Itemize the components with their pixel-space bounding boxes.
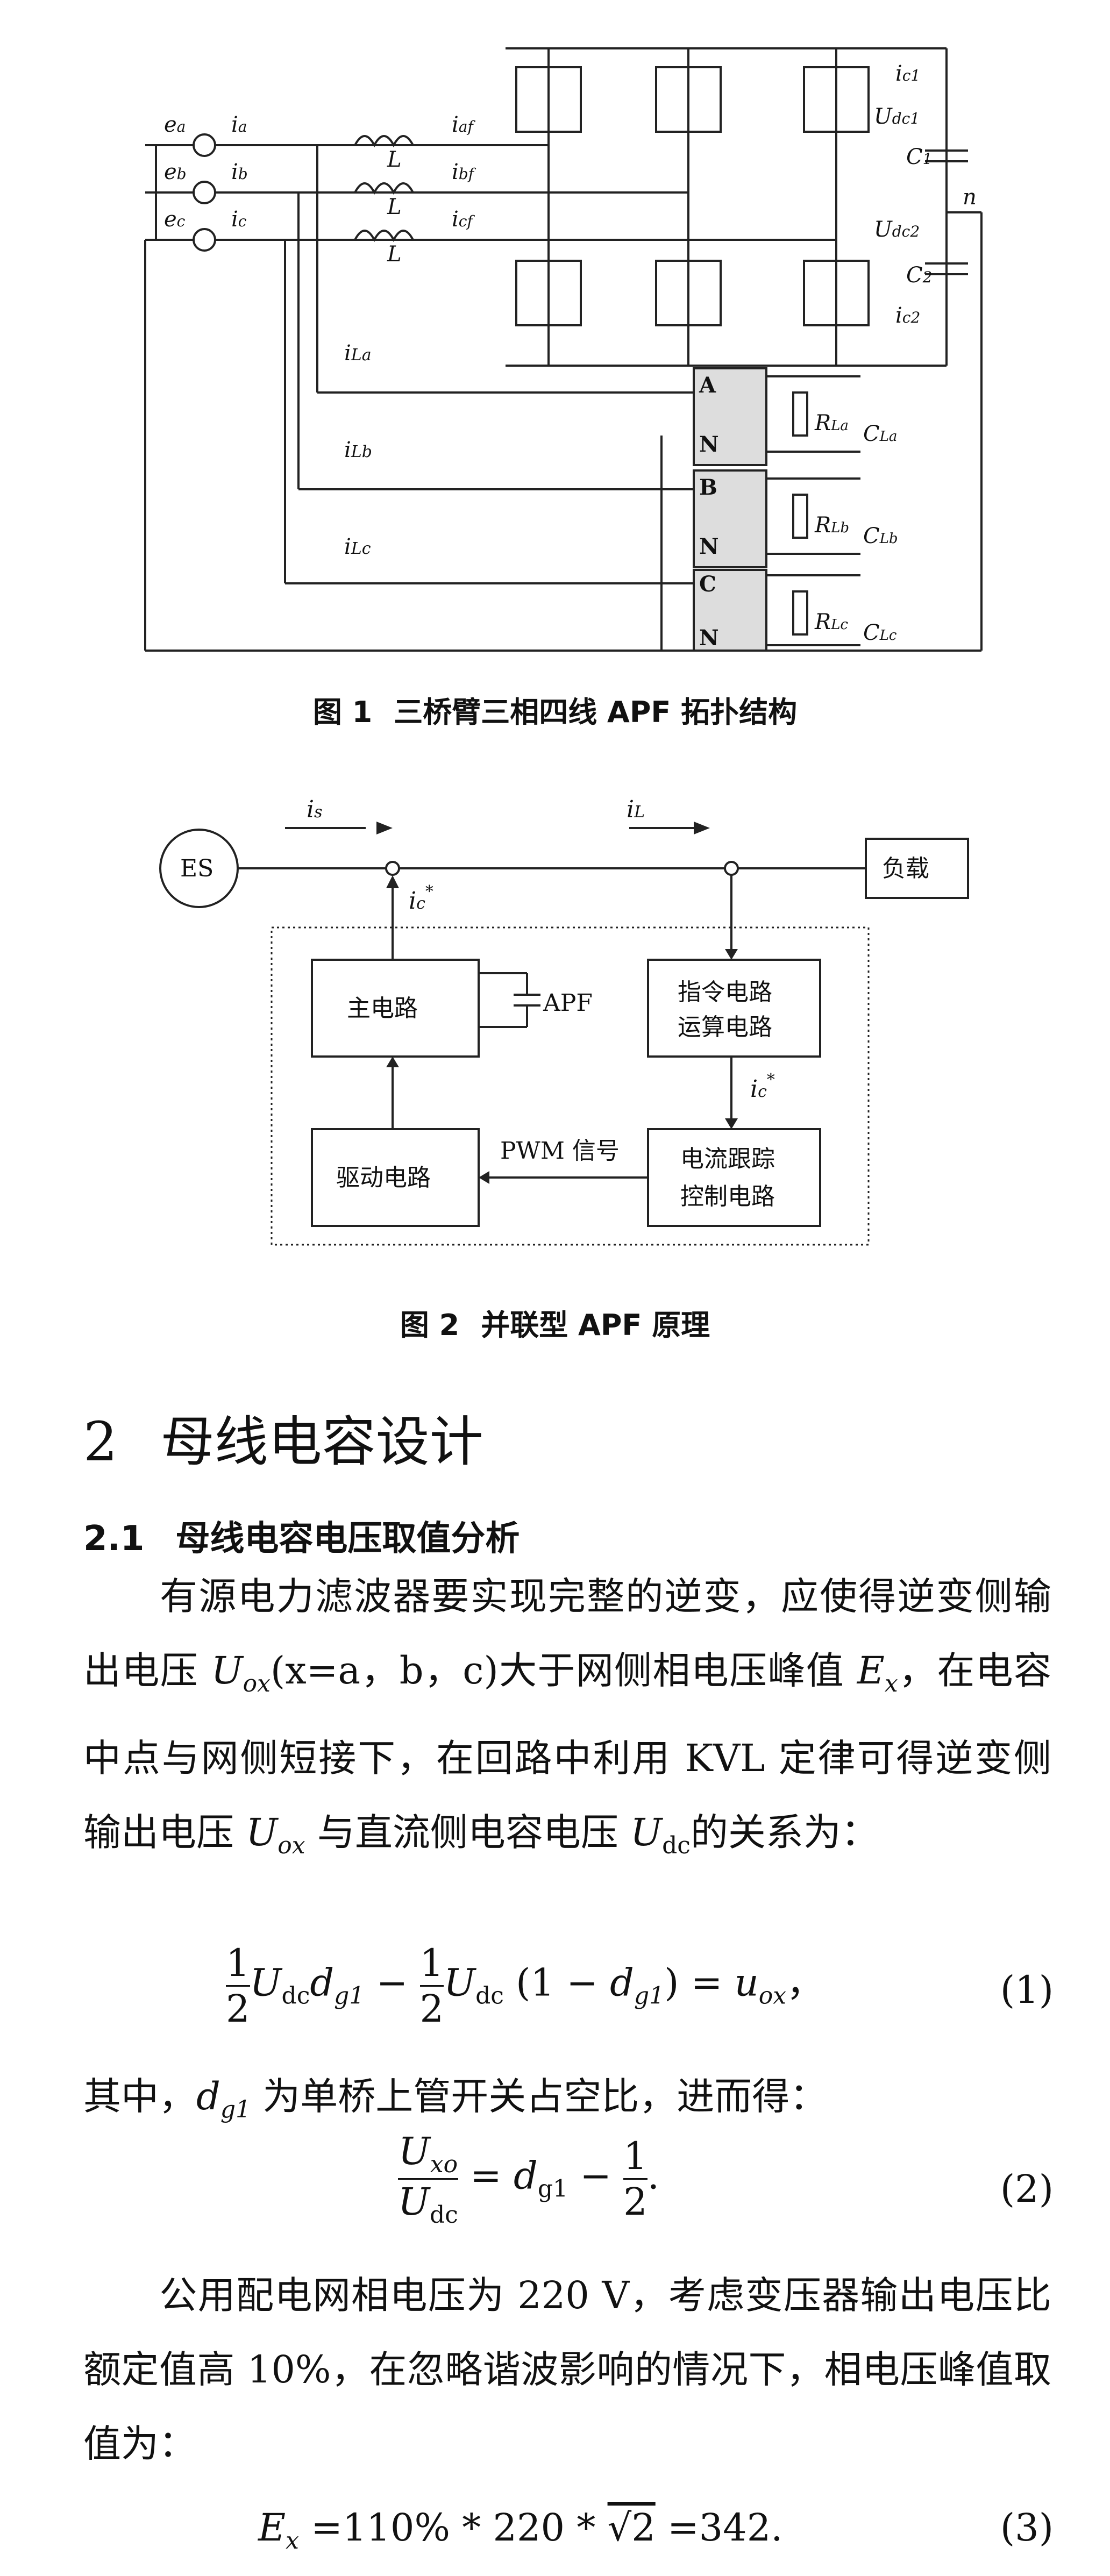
figure-2-block-diagram: ES is iL ic* 负载 主电路 APF 指令电路 运算电路 ic* 驱动… bbox=[159, 796, 969, 1246]
track-line2: 控制电路 bbox=[680, 1183, 775, 1210]
command-line2: 运算电路 bbox=[678, 1014, 772, 1041]
main-circuit-label: 主电路 bbox=[347, 995, 418, 1022]
icf-label: icf bbox=[452, 207, 475, 232]
n-label: n bbox=[963, 185, 977, 210]
drive-label: 驱动电路 bbox=[336, 1164, 431, 1191]
load-box-A-label: A bbox=[699, 373, 716, 398]
ibf-label: ibf bbox=[452, 160, 476, 184]
is-label: is bbox=[307, 796, 322, 823]
ic1-label: ic1 bbox=[895, 61, 920, 86]
equation-3-number: (3) bbox=[1000, 2506, 1054, 2550]
paragraph-1: 有源电力滤波器要实现完整的逆变，应使得逆变侧输出电压 Uox(x=a，b，c)大… bbox=[83, 1574, 1052, 1859]
iLa-label: iLa bbox=[344, 341, 372, 366]
iLb-label: iLb bbox=[344, 438, 372, 462]
load-box-C-N: N bbox=[699, 625, 719, 651]
load-box-C-label: C bbox=[699, 572, 716, 597]
load-box-A-N: N bbox=[699, 432, 719, 457]
L-label-b: L bbox=[387, 195, 402, 219]
RLb-label: RLb bbox=[814, 513, 849, 538]
ic-star-label-top: ic* bbox=[409, 882, 433, 915]
L-label-a: L bbox=[387, 147, 402, 172]
equation-2: Uxo Udc = dg1 − 1 2 . bbox=[398, 2129, 659, 2229]
ic2-label: ic2 bbox=[895, 303, 920, 328]
CLb-label: CLb bbox=[863, 524, 898, 548]
ic-label: ic bbox=[231, 207, 247, 232]
figure-1-circuit: ea eb ec ia ib ic L L L iaf ibf icf ic1 … bbox=[144, 47, 983, 652]
ia-label: ia bbox=[231, 112, 247, 137]
iL-label: iL bbox=[627, 796, 645, 823]
load-label: 负载 bbox=[882, 855, 929, 882]
udc1-label: Udc1 bbox=[874, 104, 920, 129]
CLc-label: CLc bbox=[863, 620, 897, 645]
L-label-c: L bbox=[387, 242, 402, 267]
es-label: ES bbox=[180, 855, 214, 882]
ea-label: ea bbox=[164, 112, 186, 137]
c2-label: C2 bbox=[906, 263, 932, 288]
RLc-label: RLc bbox=[814, 610, 848, 634]
apf-label: APF bbox=[543, 989, 593, 1017]
paragraph-3: 公用配电网相电压为 220 V，考虑变压器输出电压比额定值高 10%，在忽略谐波… bbox=[83, 2273, 1051, 2466]
equation-2-number: (2) bbox=[1000, 2167, 1054, 2211]
equation-1-number: (1) bbox=[1000, 1968, 1054, 2012]
equation-3: Ex =110% * 220 * √2 =342. bbox=[258, 2506, 783, 2554]
paragraph-2: 其中，dg1 为单桥上管开关占空比，进而得： bbox=[83, 2074, 828, 2123]
iLc-label: iLc bbox=[344, 534, 371, 559]
ic-star-label-mid: ic* bbox=[750, 1071, 775, 1103]
RLa-label: RLa bbox=[814, 411, 849, 436]
eb-label: eb bbox=[164, 160, 187, 184]
load-box-B-label: B bbox=[699, 475, 717, 500]
track-line1: 电流跟踪 bbox=[680, 1145, 775, 1173]
command-line1: 指令电路 bbox=[678, 979, 772, 1006]
equation-1: 1 2 Udcdg1 − 1 2 Udc (1 − dg1) = uox， bbox=[226, 1941, 824, 2031]
load-box-B-N: N bbox=[699, 534, 719, 559]
ec-label: ec bbox=[164, 207, 186, 232]
ib-label: ib bbox=[231, 160, 248, 184]
udc2-label: Udc2 bbox=[874, 217, 920, 242]
iaf-label: iaf bbox=[452, 112, 475, 137]
CLa-label: CLa bbox=[863, 422, 897, 446]
c1-label: C1 bbox=[906, 145, 932, 169]
pwm-label: PWM 信号 bbox=[500, 1137, 620, 1165]
